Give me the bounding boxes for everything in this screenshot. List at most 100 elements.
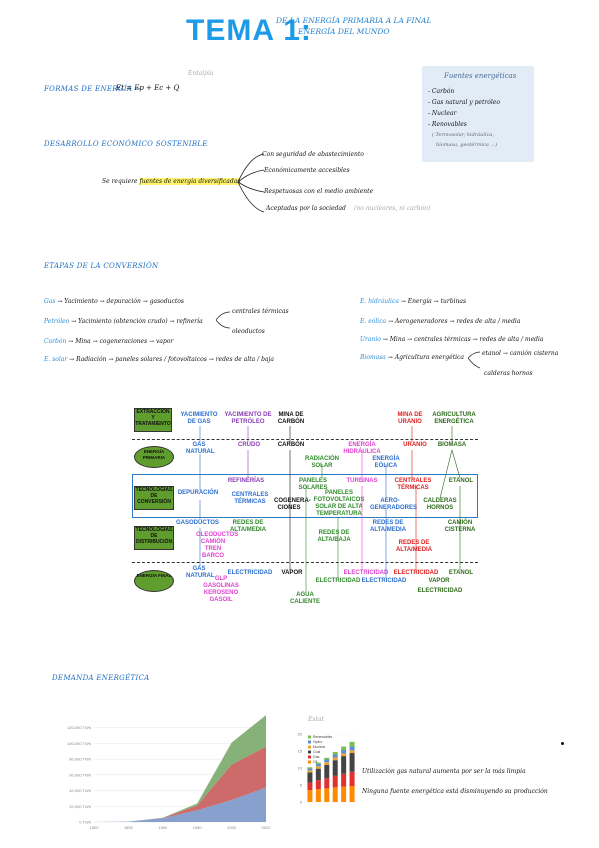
y-tick-label: 120,000 TWh bbox=[67, 725, 91, 730]
conv-calderas: CALDERAS HORNOS bbox=[423, 498, 457, 511]
biomasa-branch: calderas hornos bbox=[484, 370, 533, 377]
refineria-branch: centrales térmicas bbox=[232, 308, 289, 315]
x-tick-label: 1850 bbox=[124, 825, 134, 830]
stage-distribucion: TECNOLOGÍAS DE DISTRIBUCIÓN bbox=[134, 526, 174, 550]
desarrollo-branch: Económicamente accesibles bbox=[264, 167, 350, 174]
area-series bbox=[94, 787, 266, 822]
bar-segment bbox=[307, 767, 313, 769]
top-mina-carbon: MINA DE CARBÓN bbox=[277, 412, 305, 425]
conv-depuracion: DEPURACIÓN bbox=[177, 490, 219, 496]
bar-segment bbox=[341, 756, 347, 774]
x-tick-label: 1800 bbox=[90, 825, 100, 830]
final-etanol: ETANOL bbox=[448, 570, 474, 576]
legend-swatch bbox=[308, 735, 311, 739]
bar-segment bbox=[332, 787, 338, 802]
bar-segment bbox=[332, 752, 338, 755]
etapa-row-petroleo: Petróleo → Yacimiento (obtención crudo) … bbox=[44, 318, 203, 325]
final-electricidad-3: ELECTRICIDAD bbox=[343, 570, 389, 576]
etapa-text: → Energía → turbinas bbox=[400, 298, 467, 305]
bar-segment bbox=[324, 778, 330, 789]
divider-bottom bbox=[132, 562, 478, 563]
etapa-name: E. solar bbox=[44, 356, 68, 363]
fuentes-extra: ( Termosolar, hidráulica, bbox=[432, 132, 494, 138]
x-tick-label: 2000 bbox=[227, 825, 237, 830]
bar-segment bbox=[341, 749, 347, 754]
bar-segment bbox=[315, 789, 321, 802]
y-tick-label: 100,000 TWh bbox=[67, 741, 91, 746]
desarrollo-left-text: Se requiere fuentes de energía diversifi… bbox=[102, 178, 241, 185]
diagram-connectors bbox=[199, 426, 461, 592]
bar-segment bbox=[332, 760, 338, 776]
bar-segment bbox=[324, 788, 330, 802]
formas-label: FORMAS DE ENERGÍA → bbox=[44, 85, 141, 93]
etapa-name: Gas bbox=[44, 298, 56, 305]
biomasa-branch-lines bbox=[467, 351, 481, 369]
y-tick-label: 5 bbox=[300, 783, 303, 788]
stage-extraccion: EXTRACCIÓN Y TRATAMIENTO bbox=[134, 408, 172, 432]
top-mina-uranio: MINA DE URANIO bbox=[397, 412, 423, 425]
legend-swatch bbox=[308, 740, 311, 744]
x-tick-label: 2022 bbox=[262, 825, 272, 830]
prim-biomasa: BIOMASA bbox=[437, 442, 467, 448]
stage-final: ENERGÍA FINAL bbox=[134, 570, 174, 592]
bar-segment bbox=[349, 741, 355, 747]
conv-aerogeneradores: AERO- GENERADORES bbox=[370, 498, 418, 511]
bar-segment bbox=[349, 746, 355, 751]
dist-redes-2: REDES DE ALTA/BAJA bbox=[317, 530, 351, 543]
dist-redes-1: REDES DE ALTA/MEDIA bbox=[229, 520, 267, 533]
fuentes-item: - Renovables bbox=[428, 121, 467, 128]
etapa-row-eolica: E. eólica → Aerogeneradores → redes de a… bbox=[360, 318, 520, 325]
biomasa-branch: etanol → camión cisterna bbox=[482, 350, 559, 357]
bar-segment bbox=[349, 750, 355, 754]
desarrollo-require: Se requiere bbox=[102, 178, 138, 185]
final-agua: AGUA CALIENTE bbox=[290, 592, 320, 605]
conv-centrales: CENTRALES TÉRMICAS bbox=[231, 492, 269, 505]
y-tick-label: 60,000 TWh bbox=[69, 772, 91, 777]
legend-swatch bbox=[308, 750, 311, 754]
bar-segment bbox=[307, 782, 313, 791]
etapa-text: → Aerogeneradores → redes de alta / medi… bbox=[388, 318, 521, 325]
conv-paneles-fv: PANELES FOTOVOLTAICOS SOLAR DE ALTA TEMP… bbox=[313, 490, 365, 517]
final-vapor-2: VAPOR bbox=[428, 578, 450, 584]
final-electricidad-4: ELECTRICIDAD bbox=[361, 578, 407, 584]
conv-refinerias: REFINERÍAS bbox=[227, 478, 265, 484]
etapa-name: Uranio bbox=[360, 336, 381, 343]
y-tick-label: 20 bbox=[298, 732, 303, 737]
dist-redes-4: REDES DE ALTA/MEDIA bbox=[395, 540, 433, 553]
bar-segment bbox=[307, 772, 313, 783]
dist-gasoductos: GASODUCTOS bbox=[176, 520, 219, 526]
etapa-name: E. hidráulica bbox=[360, 298, 399, 305]
page-subtitle-2: ENERGÍA DEL MUNDO bbox=[298, 27, 390, 36]
demanda-note-2: Ninguna fuente energética está disminuye… bbox=[362, 788, 548, 795]
bar-segment bbox=[349, 786, 355, 802]
dist-redes-3: REDES DE ALTA/MEDIA bbox=[369, 520, 407, 533]
legend-swatch bbox=[308, 760, 311, 764]
desarrollo-highlight: fuentes de energía diversificadas bbox=[139, 178, 241, 185]
bar-segment bbox=[315, 762, 321, 764]
bar-segment bbox=[324, 759, 330, 763]
final-combustibles: GLP GASOLINAS KEROSENO GASOIL bbox=[203, 576, 239, 603]
etapa-row-gas: Gas → Yacimiento → depuración → gasoduct… bbox=[44, 298, 184, 305]
page-subtitle-1: DE LA ENERGÍA PRIMARIA A LA FINAL bbox=[276, 16, 432, 25]
y-tick-label: 0 TWh bbox=[79, 820, 91, 825]
bar-segment bbox=[349, 753, 355, 772]
y-tick-label: 0 bbox=[300, 800, 303, 805]
energy-flow-diagram: EXTRACCIÓN Y TRATAMIENTO ENERGÍA PRIMARI… bbox=[130, 406, 480, 606]
demanda-note-1: Utilización gas natural aumenta por ser … bbox=[362, 768, 526, 775]
desarrollo-branch: Respetuosas con el medio ambiente bbox=[264, 188, 374, 195]
fuentes-extra: biomasa, geotérmica ...) bbox=[436, 142, 498, 148]
final-gas: GAS NATURAL bbox=[186, 566, 215, 579]
dist-oleoductos: OLEODUCTOS CAMIÓN TREN BARCO bbox=[196, 532, 239, 559]
top-yac-petroleo: YACIMIENTO DE PETRÓLEO bbox=[224, 412, 272, 425]
y-tick-label: 20,000 TWh bbox=[69, 804, 91, 809]
y-tick-label: 40,000 TWh bbox=[69, 788, 91, 793]
legend-label: Renewables bbox=[313, 735, 333, 739]
bar-segment bbox=[324, 757, 330, 760]
formas-formula: Et = Ep + Ec + Q bbox=[116, 84, 180, 92]
bar-segment bbox=[341, 746, 347, 750]
page-title: TEMA 1: bbox=[186, 14, 312, 47]
bar-segment bbox=[349, 771, 355, 787]
conversion-frame bbox=[132, 474, 478, 518]
demanda-heading: DEMANDA ENERGÉTICA bbox=[52, 674, 150, 682]
stage-primaria: ENERGÍA PRIMARIA bbox=[134, 446, 174, 468]
